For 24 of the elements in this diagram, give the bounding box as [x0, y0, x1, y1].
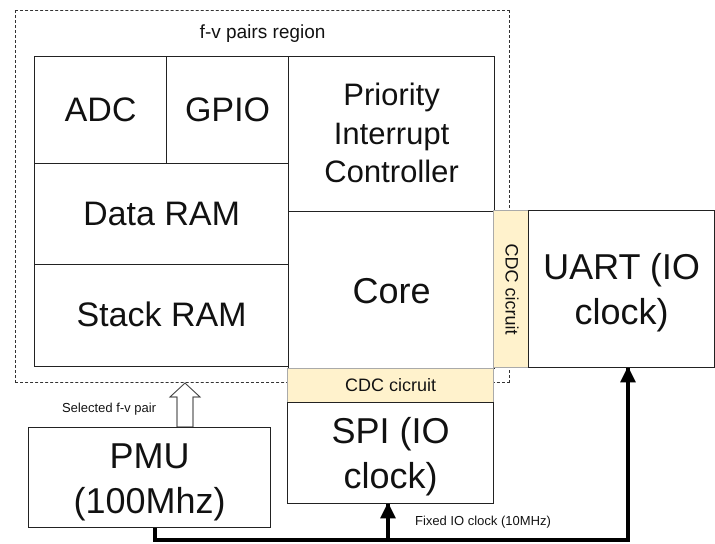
- block-label: CDC cicruit: [500, 244, 522, 334]
- module-box: [34, 56, 167, 164]
- edge-label: Fixed IO clock (10MHz): [415, 513, 551, 528]
- module-box: [528, 210, 715, 368]
- block-label: CDC cicruit: [344, 374, 436, 397]
- clock-line: [153, 366, 636, 542]
- block-label: Stack RAM: [76, 295, 247, 336]
- block-label: Priority Interrupt Controller: [323, 76, 460, 192]
- block-label: ADC: [64, 90, 136, 131]
- region-label: f-v pairs region: [200, 21, 326, 45]
- block-label: PMU (100Mhz): [72, 434, 227, 522]
- block-label: GPIO: [184, 90, 270, 131]
- block-label: UART (IO clock): [542, 245, 701, 334]
- block-label: SPI (IO clock): [330, 409, 451, 498]
- block-arrow: [168, 382, 202, 428]
- cdc-block: [287, 368, 494, 403]
- edge-label: Selected f-v pair: [62, 400, 156, 415]
- module-box: [288, 56, 495, 212]
- block-label: Data RAM: [83, 194, 240, 235]
- block-label: Core: [352, 268, 431, 312]
- module-box: [287, 402, 494, 504]
- cdc-block: [493, 210, 529, 368]
- module-box: [34, 264, 289, 367]
- module-box: [28, 427, 271, 528]
